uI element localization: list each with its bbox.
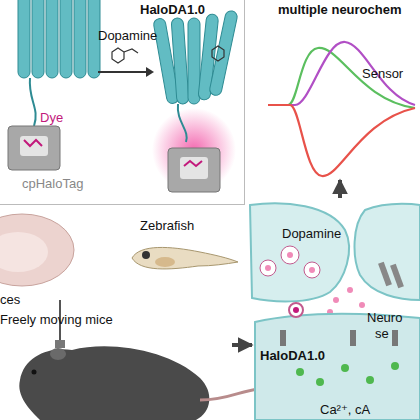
mouse-ear — [50, 348, 66, 360]
second-terminal — [355, 204, 420, 300]
node-text: Sensor — [362, 66, 403, 81]
linker-loop — [178, 104, 187, 142]
node-text: Dopamine — [282, 226, 341, 241]
helix — [46, 0, 58, 78]
slice-inner — [0, 232, 48, 272]
purple-trace — [268, 42, 415, 105]
vesicle — [304, 262, 320, 278]
traces-panel: multiple neurochemSensor — [250, 0, 420, 180]
reaction-arrow — [98, 71, 146, 73]
bound-dopamine — [212, 46, 224, 61]
halotag-inactive — [8, 126, 60, 170]
annotation-label: cpHaloTag — [22, 176, 83, 191]
halo-dye — [293, 307, 299, 313]
node-text: se — [375, 326, 389, 341]
dopamine-dot — [359, 302, 365, 308]
helix — [171, 18, 189, 105]
signal-dot — [366, 376, 374, 384]
halotag-box — [8, 126, 60, 170]
reaction-arrowhead — [146, 67, 154, 77]
model-systems-panel: ces ZebrafishFreely moving mice — [0, 210, 232, 420]
node-text: Freely moving mice — [0, 312, 113, 327]
helix — [60, 0, 72, 78]
dopamine-dot — [333, 297, 339, 303]
signal-dot — [296, 368, 304, 376]
mouse-eye — [32, 370, 37, 375]
node-text: HaloDA1.0 — [140, 2, 205, 17]
flow-arrow — [338, 180, 342, 198]
red-trace — [268, 105, 415, 176]
dye-molecule — [24, 140, 42, 146]
dopamine-dot — [347, 287, 353, 293]
helix — [18, 0, 30, 78]
halotag-pocket — [20, 136, 48, 156]
zebrafish-larva — [132, 247, 238, 269]
implant — [55, 340, 65, 348]
node-text: ces — [0, 292, 20, 307]
halotag-pocket — [180, 157, 208, 179]
node-text: Ca²⁺, cA — [320, 402, 370, 417]
vesicle — [260, 260, 276, 276]
vesicle — [281, 246, 299, 264]
presynaptic-terminal — [250, 203, 349, 301]
yolk — [155, 257, 175, 267]
halo-receptor — [289, 303, 303, 317]
helix — [209, 10, 239, 97]
fluorescence-glow — [152, 108, 236, 192]
node-text: Zebrafish — [140, 218, 194, 233]
synapse-panel: DopamineHaloDA1.0 NeuroseCa²⁺, cA — [252, 198, 420, 420]
synapse — [250, 203, 420, 420]
membrane-protein — [392, 330, 398, 346]
helix — [74, 0, 86, 78]
mouse-body — [19, 346, 209, 420]
annotation-label: Dye — [40, 110, 63, 125]
receptor-inactive — [18, 0, 100, 78]
response-traces — [268, 42, 415, 176]
signal-dot — [391, 362, 399, 370]
fish-body — [132, 247, 238, 269]
linker-loop — [30, 78, 36, 126]
flow-arrow — [232, 343, 252, 347]
receptor-active — [153, 10, 238, 105]
side-chain — [124, 49, 138, 53]
annotation-label: Dopamine — [98, 28, 157, 43]
postsynaptic-dendrite — [255, 314, 420, 420]
node-text: multiple neurochem — [278, 2, 402, 17]
halotag-box — [168, 148, 220, 192]
node-text: Neuro — [367, 310, 402, 325]
green-trace — [268, 48, 415, 108]
halotag-active — [168, 148, 220, 192]
dopamine-dot — [287, 252, 293, 258]
slice-outline — [0, 214, 74, 286]
benzene-ring — [112, 48, 124, 63]
node-text: HaloDA1.0 — [260, 348, 325, 363]
brain-slice — [0, 214, 74, 286]
dopamine-dot — [309, 267, 315, 273]
signal-dot — [341, 364, 349, 372]
dye-molecule — [184, 161, 202, 166]
dopamine-molecule — [112, 48, 138, 63]
membrane-protein — [280, 330, 286, 346]
neurochemical-sensor — [390, 264, 404, 289]
dopamine-dot — [265, 265, 271, 271]
helix — [32, 0, 44, 78]
fish-eye — [142, 251, 150, 259]
membrane-protein — [350, 330, 356, 346]
neurochemical-sensor — [378, 262, 392, 287]
signal-dot — [316, 378, 324, 386]
